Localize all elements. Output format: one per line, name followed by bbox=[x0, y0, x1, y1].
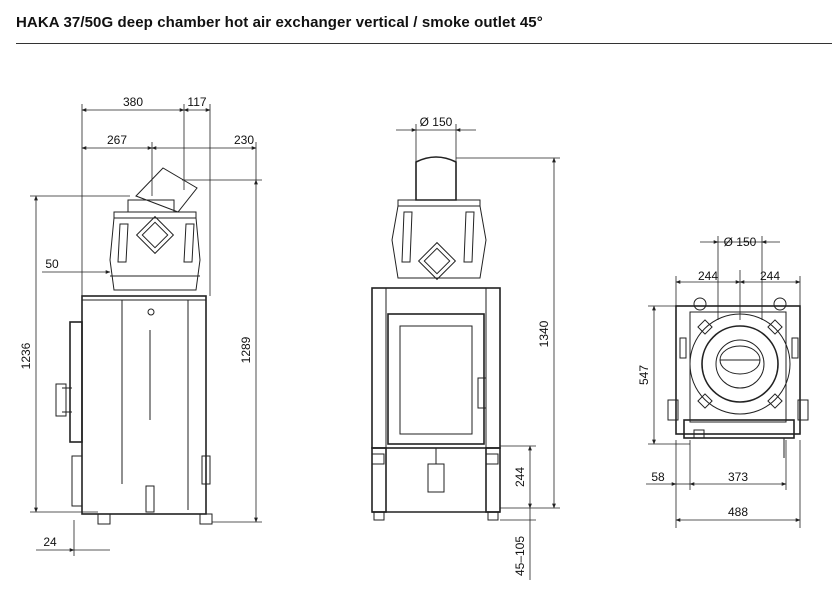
top-dim-diameter-150: Ø 150 bbox=[724, 235, 757, 249]
top-dim-244-right: 244 bbox=[760, 269, 780, 283]
top-dim-58: 58 bbox=[651, 470, 665, 484]
side-view bbox=[30, 104, 262, 556]
top-dim-488: 488 bbox=[728, 505, 748, 519]
side-dim-230: 230 bbox=[234, 133, 254, 147]
side-dim-267: 267 bbox=[107, 133, 127, 147]
front-dimensions bbox=[396, 124, 560, 580]
side-dim-380: 380 bbox=[123, 95, 143, 109]
top-view bbox=[646, 236, 809, 528]
side-dimensions bbox=[30, 104, 262, 556]
side-dim-1236: 1236 bbox=[19, 342, 33, 369]
side-smoke-outlet bbox=[127, 167, 198, 213]
front-dim-1340: 1340 bbox=[537, 320, 551, 347]
side-dim-24: 24 bbox=[43, 535, 57, 549]
front-smoke-pipe bbox=[415, 156, 457, 201]
side-dim-50: 50 bbox=[45, 257, 59, 271]
top-dim-373: 373 bbox=[728, 470, 748, 484]
top-dimensions bbox=[646, 236, 801, 528]
side-convection-housing bbox=[109, 211, 201, 291]
side-dim-117: 117 bbox=[187, 95, 206, 109]
front-dim-45-105: 45–105 bbox=[513, 536, 527, 576]
top-dim-244-left: 244 bbox=[698, 269, 718, 283]
title-divider bbox=[16, 43, 832, 44]
page-title: HAKA 37/50G deep chamber hot air exchang… bbox=[16, 14, 543, 31]
front-body bbox=[371, 287, 501, 521]
side-main-body bbox=[55, 295, 213, 525]
dimension-labels: 380 117 267 230 50 1236 1289 24 Ø 150 13… bbox=[19, 95, 780, 576]
front-convection-housing bbox=[391, 199, 487, 281]
front-dim-244: 244 bbox=[513, 467, 527, 487]
top-body bbox=[667, 297, 809, 458]
front-dim-diameter-150: Ø 150 bbox=[420, 115, 453, 129]
side-dim-1289: 1289 bbox=[239, 336, 253, 363]
top-dim-547: 547 bbox=[637, 365, 651, 385]
front-view bbox=[371, 124, 560, 580]
